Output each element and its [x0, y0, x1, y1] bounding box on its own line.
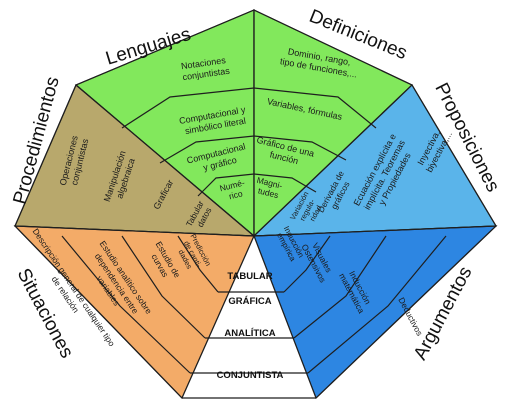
definiciones-cell-4: Magni- tudes: [253, 175, 285, 201]
ring-outer: [14, 9, 497, 399]
ring-lower-right-3: [283, 235, 331, 293]
white-band: [182, 236, 316, 398]
band-labels: TABULAR GRÁFICA ANALÍTICA CONJUNTISTA: [217, 271, 284, 381]
d4-line-b: tudes: [257, 185, 280, 200]
line-upper-right: [253, 225, 497, 237]
ring-lines: [14, 9, 497, 399]
ring-lower-left-1: [61, 235, 191, 374]
lenguajes-cell-4: Numé- rico: [219, 177, 251, 203]
ring-lower-left-3: [177, 235, 219, 293]
band-grafica: GRÁFICA: [228, 296, 271, 307]
argumentos-cells: Deductivos Inducción matemática Visuales…: [275, 225, 425, 338]
line-upper-left: [14, 225, 255, 237]
band-analitica: ANALÍTICA: [224, 328, 275, 339]
band-conjuntista: CONJUNTISTA: [217, 370, 284, 381]
ring-lower-right-2: [293, 235, 387, 339]
line-right: [253, 84, 413, 237]
l4-line-b: rico: [228, 188, 244, 201]
ring-lower-right-1: [307, 235, 447, 374]
ring-lower-left-2: [121, 235, 206, 339]
line-bottom-right: [253, 235, 317, 399]
band-tabular: TABULAR: [227, 271, 272, 282]
line-left: [75, 84, 255, 237]
line-bottom-left: [181, 235, 255, 399]
